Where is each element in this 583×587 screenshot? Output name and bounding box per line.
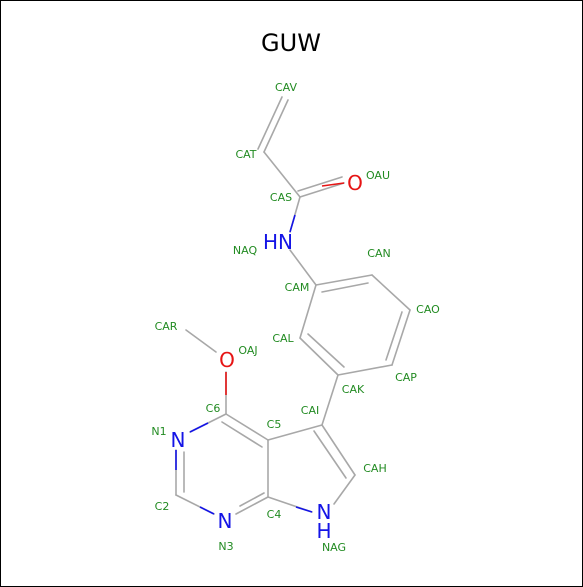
bond-segment-nitrogen-amide <box>289 214 296 233</box>
bond-cal-cam <box>299 284 317 339</box>
bond-cam-can-in <box>321 282 369 293</box>
atom-label-n1: N1 <box>151 425 166 438</box>
bond-segment-nag <box>295 506 313 513</box>
bond-cak-cal <box>299 337 339 376</box>
atom-label-cap: CAP <box>395 371 417 384</box>
hydrogen-pyrrole-symbol: H <box>316 519 331 543</box>
atom-label-car: CAR <box>155 320 178 333</box>
atom-label-oau: OAU <box>366 169 390 182</box>
atom-label-cat: CAT <box>235 148 256 161</box>
nitrogen-amide-symbol: HN <box>263 230 293 254</box>
bond-naq-cam <box>289 249 317 286</box>
bond-segment-n3 <box>199 506 215 515</box>
bond-cas-oau <box>299 182 345 198</box>
atom-label-cav: CAV <box>275 81 298 94</box>
hetero-bond-segments <box>175 182 345 515</box>
bond-cak-cai <box>321 374 339 426</box>
atom-label-cak: CAK <box>342 383 365 396</box>
bond-cai-c5 <box>267 424 323 441</box>
diagram-title: GUW <box>261 29 321 57</box>
atom-label-n3: N3 <box>218 540 233 553</box>
bond-n3-c4 <box>235 496 269 515</box>
atom-label-nag: NAG <box>322 541 346 554</box>
hetero-atoms: O HN O N N N H <box>171 171 363 543</box>
bond-cao-cap <box>391 309 411 366</box>
atom-label-cah: CAH <box>363 462 386 475</box>
atom-label-cal: CAL <box>272 332 294 345</box>
atom-label-cas: CAS <box>270 191 292 204</box>
nitrogen-n1-symbol: N <box>171 428 186 452</box>
bond-cat-cas <box>263 151 301 198</box>
bond-cap-cak <box>337 364 393 376</box>
bond-cai-cah <box>321 424 356 476</box>
bond-c5-c6 <box>225 413 269 441</box>
atom-label-cai: CAI <box>301 404 319 417</box>
bond-cav-cat-2 <box>257 96 283 150</box>
bond-segment-n1 <box>189 422 209 433</box>
atom-label-can: CAN <box>367 247 390 260</box>
bonds <box>175 96 411 515</box>
atom-label-c6: C6 <box>206 402 221 415</box>
bond-cai-cah-2 <box>313 430 347 479</box>
bond-cav-cat <box>263 99 289 153</box>
atom-labels: CAV CAT OAU CAS NAQ CAN CAM CAO CAL CAR … <box>151 81 440 554</box>
atom-label-c5: C5 <box>267 418 282 431</box>
oxygen-methoxy-symbol: O <box>219 348 235 372</box>
atom-label-cao: CAO <box>416 303 440 316</box>
bond-cah-nag <box>333 474 356 505</box>
bond-cam-can <box>315 274 373 286</box>
atom-label-oaj: OAJ <box>238 344 257 357</box>
bond-cao-cap-in <box>385 311 403 361</box>
bond-segment-oxygen <box>321 182 345 187</box>
bond-oaj-car <box>185 329 217 353</box>
bond-can-cao <box>371 274 411 311</box>
bond-cas-oau-2 <box>297 176 343 192</box>
bond-cak-cal-in <box>307 333 345 368</box>
bond-c5-c6-2 <box>221 421 263 448</box>
bond-n3-c4-2 <box>239 492 265 507</box>
atom-label-c2: C2 <box>155 500 170 513</box>
atom-label-naq: NAQ <box>233 244 258 257</box>
oxygen-amide-symbol: O <box>347 171 363 195</box>
nitrogen-pyrrole-symbol: N <box>317 500 332 524</box>
atom-label-c4: C4 <box>267 508 282 521</box>
atom-label-cam: CAM <box>285 281 310 294</box>
nitrogen-n3-symbol: N <box>218 509 233 533</box>
